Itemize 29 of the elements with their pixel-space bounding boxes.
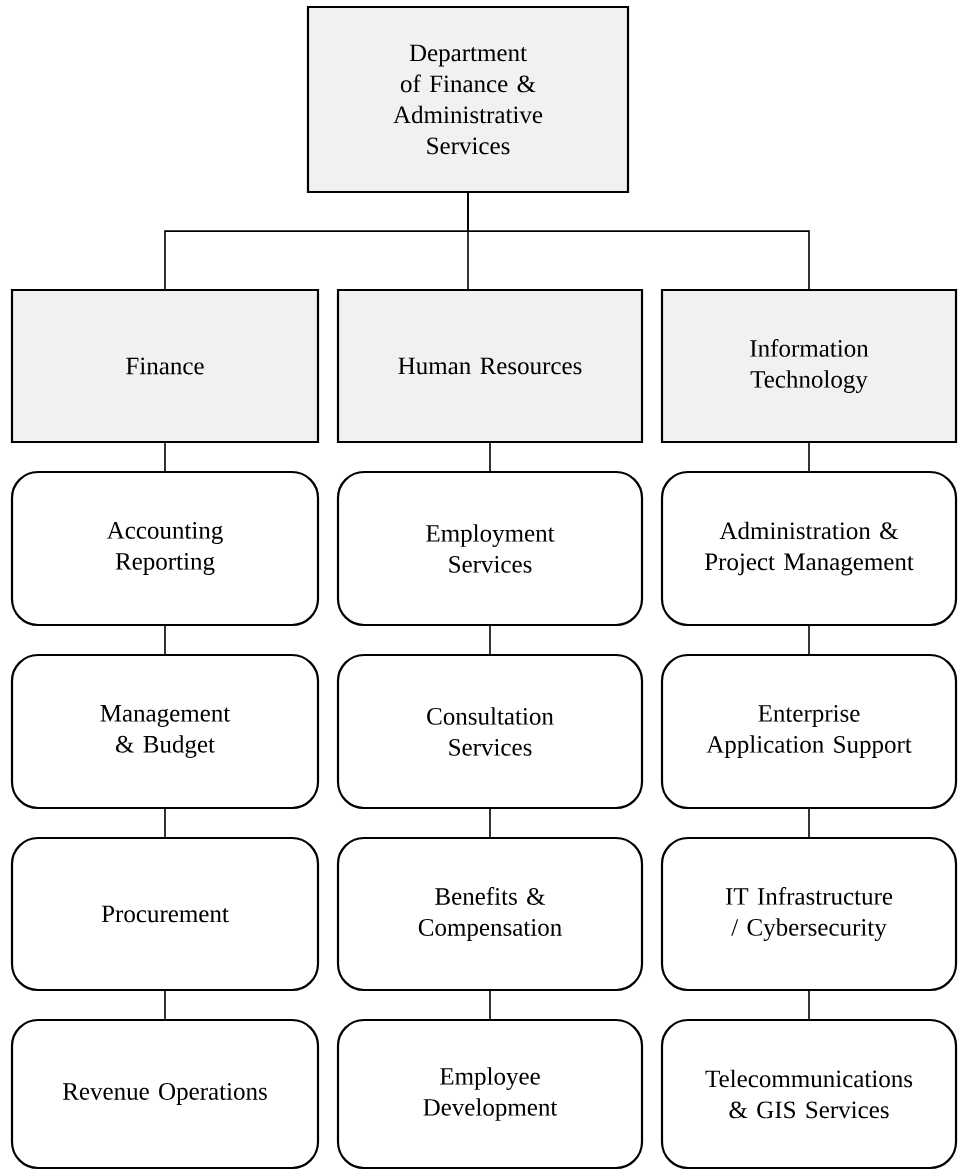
unit-box: Consultation Services bbox=[336, 653, 644, 810]
connector-line bbox=[164, 808, 166, 838]
connector-line bbox=[489, 990, 491, 1020]
unit-box: Management & Budget bbox=[10, 653, 320, 810]
unit-box: Administration & Project Management bbox=[660, 470, 958, 627]
unit-box: Revenue Operations bbox=[10, 1018, 320, 1170]
connector-line bbox=[164, 990, 166, 1020]
connector-line bbox=[808, 808, 810, 838]
connector-line bbox=[808, 990, 810, 1020]
division-box: Information Technology bbox=[660, 288, 958, 444]
unit-box: Procurement bbox=[10, 836, 320, 992]
unit-box: Employment Services bbox=[336, 470, 644, 627]
unit-box: Accounting Reporting bbox=[10, 470, 320, 627]
connector-line bbox=[467, 192, 810, 290]
connector-line bbox=[489, 625, 491, 655]
connector-line bbox=[808, 442, 810, 472]
connector-line bbox=[164, 442, 166, 472]
connector-line bbox=[489, 808, 491, 838]
connector-line bbox=[164, 625, 166, 655]
unit-box: IT Infrastructure / Cybersecurity bbox=[660, 836, 958, 992]
unit-box: Enterprise Application Support bbox=[660, 653, 958, 810]
connector-line bbox=[808, 625, 810, 655]
connector-line bbox=[489, 442, 491, 472]
unit-box: Employee Development bbox=[336, 1018, 644, 1170]
department-box: Department of Finance & Administrative Services bbox=[306, 5, 630, 194]
unit-box: Benefits & Compensation bbox=[336, 836, 644, 992]
division-box: Finance bbox=[10, 288, 320, 444]
division-box: Human Resources bbox=[336, 288, 644, 444]
unit-box: Telecommunications & GIS Services bbox=[660, 1018, 958, 1170]
